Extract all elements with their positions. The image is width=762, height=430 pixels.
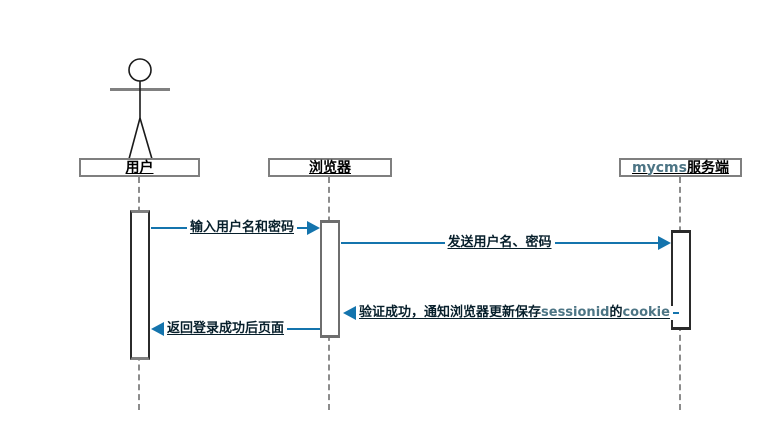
message-line xyxy=(287,328,320,330)
activation-bar-browser xyxy=(320,220,340,338)
message-input-credentials: 输入用户名和密码 xyxy=(151,219,320,237)
message-line xyxy=(672,312,679,314)
message-line xyxy=(297,227,307,229)
lifeline-label-server: mycms服务端 xyxy=(632,159,729,176)
arrowhead-right-icon xyxy=(307,221,320,235)
message-send-credentials: 发送用户名、密码 xyxy=(341,234,672,252)
message-label: 返回登录成功后页面 xyxy=(164,321,288,337)
lifeline-header-browser: 浏览器 xyxy=(268,158,392,177)
actor-icon xyxy=(110,58,170,160)
message-line xyxy=(554,242,659,244)
arrowhead-left-icon xyxy=(151,322,164,336)
message-line xyxy=(151,227,187,229)
arrowhead-right-icon xyxy=(658,236,672,250)
lifeline-header-user: 用户 xyxy=(79,158,200,177)
lifeline-label-browser: 浏览器 xyxy=(309,159,351,176)
arrowhead-left-icon xyxy=(343,306,356,320)
message-label: 发送用户名、密码 xyxy=(444,235,555,251)
activation-bar-user xyxy=(130,210,150,360)
lifeline-label-user: 用户 xyxy=(125,159,154,176)
message-label: 输入用户名和密码 xyxy=(186,220,297,236)
message-line xyxy=(341,242,445,244)
message-label: 验证成功，通知浏览器更新保存sessionid的cookie xyxy=(356,305,673,321)
lifeline-header-server: mycms服务端 xyxy=(619,158,742,177)
message-return-page: 返回登录成功后页面 xyxy=(151,320,320,338)
activation-bar-server xyxy=(671,230,691,330)
message-auth-success: 验证成功，通知浏览器更新保存sessionid的cookie xyxy=(343,304,679,322)
